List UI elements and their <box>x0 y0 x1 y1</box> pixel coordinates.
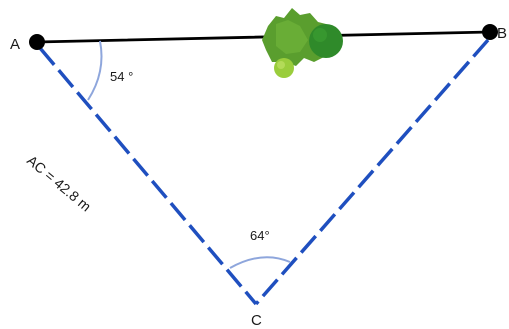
point-b-label: B <box>497 25 507 42</box>
point-c-label: C <box>251 312 262 329</box>
side-ac-length-label: AC = 42.8 m <box>24 152 94 215</box>
angle-c-label: 64° <box>250 228 270 243</box>
point-b-marker <box>482 24 498 40</box>
side-bc <box>254 38 490 306</box>
point-a-marker <box>29 34 45 50</box>
tree-bush-icon <box>262 8 343 78</box>
point-a-label: A <box>10 36 20 53</box>
angle-arc-a <box>87 40 103 101</box>
side-ac <box>38 46 258 306</box>
angle-a-label: 54 ° <box>110 69 133 84</box>
angle-arc-c <box>229 256 291 269</box>
